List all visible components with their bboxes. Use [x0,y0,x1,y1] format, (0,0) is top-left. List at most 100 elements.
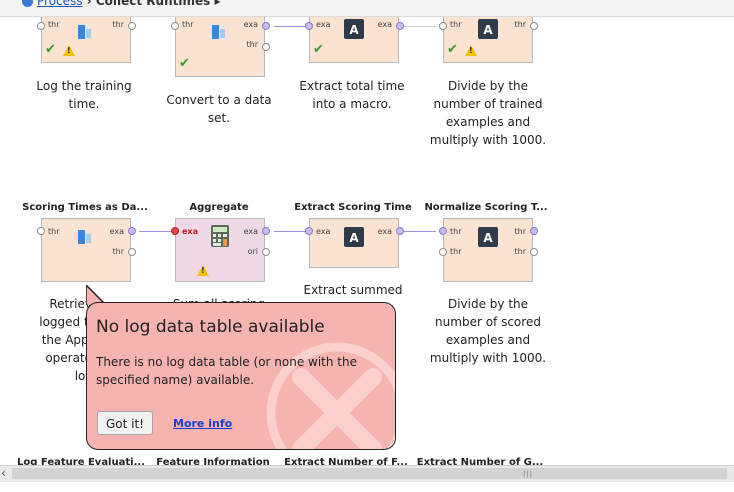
macro-icon: A [478,227,498,247]
input-port[interactable] [171,22,179,30]
caption-line: Divide by the [447,79,529,93]
connection-line [274,26,306,27]
popup-message: There is no log data table (or none with… [96,355,357,387]
error-popup: No log data table available There is no … [86,302,396,450]
port-label: thr [514,247,527,256]
port-label: exa [109,227,124,236]
caption-line: time. [68,97,100,111]
bottom-strip [0,482,734,492]
output-port[interactable] [128,227,136,235]
caption-line: examples and [445,333,531,347]
svg-text:A: A [349,23,359,37]
log-to-data-icon [78,230,91,244]
operator-log-training-time[interactable]: thr thr ✔ [41,17,131,63]
operator-title: Normalize Scoring T... [424,202,548,213]
operator-title: Log Feature Evaluati... [17,457,145,465]
caption-line: Divide by the [447,297,529,311]
output-port[interactable] [262,227,270,235]
operator-title: Extract Scoring Time [294,202,412,213]
breadcrumb-process-link[interactable]: Process [37,0,83,8]
output-port[interactable] [262,22,270,30]
port-label: exa [316,20,331,29]
input-port[interactable] [37,22,45,30]
caption-line: the Appl [41,333,92,347]
caption-line: operato [45,351,92,365]
scrollbar-grip-icon: ||| [523,470,534,478]
operator-divide-trained[interactable]: thr thr A ✔ [443,17,533,63]
connection-line [139,231,171,232]
caption-line: Extract total time [299,79,405,93]
extract-macro-icon: A [344,227,364,247]
more-info-link[interactable]: More info [173,417,233,430]
scrollbar-thumb[interactable] [12,468,727,479]
operator-title: Scoring Times as Da... [22,202,148,213]
output-port[interactable] [530,22,538,30]
output-port[interactable] [262,43,270,51]
caption-line: Retriev [49,297,92,311]
port-label: thr [246,40,259,49]
operator-title: Feature Information [156,457,270,465]
input-port[interactable] [439,227,447,235]
warning-icon [465,45,477,56]
error-x-icon [266,342,395,449]
input-port[interactable] [439,22,447,30]
operator-scoring-times-as-data[interactable]: thr exa thr [41,218,131,282]
svg-text:A: A [349,231,359,245]
caption-line: set. [207,111,231,125]
operator-caption: Convert to a data set. [154,91,284,127]
operator-convert-to-data-set[interactable]: thr exa thr ✔ [175,17,265,77]
popup-title: No log data table available [96,317,325,337]
check-icon: ✔ [45,42,56,57]
output-port[interactable] [128,22,136,30]
operator-caption: Log the training time. [19,77,149,113]
warning-icon [63,45,75,56]
operator-title: Aggregate [189,202,249,213]
operator-title: Extract Number of F... [284,457,408,465]
check-icon: ✔ [179,56,190,71]
connection-line [404,26,436,27]
operator-caption: Divide by the number of trained examples… [421,77,555,149]
caption-line: into a macro. [312,97,392,111]
input-port[interactable] [305,227,313,235]
input-port[interactable] [439,248,447,256]
svg-text:A: A [483,23,493,37]
operator-extract-scoring-time[interactable]: exa exa A [309,218,399,268]
output-port[interactable] [530,227,538,235]
output-port[interactable] [396,227,404,235]
caption-line: multiply with 1000. [429,351,547,365]
port-label: thr [182,20,194,29]
got-it-button[interactable]: Got it! [97,411,153,435]
log-to-data-icon [212,25,225,39]
scroll-left-icon[interactable]: ‹ [1,466,6,480]
connection-line [404,231,436,232]
output-port[interactable] [128,248,136,256]
output-port[interactable] [530,248,538,256]
port-label: thr [48,20,60,29]
chevron-right-icon[interactable]: ▸ [214,0,221,8]
breadcrumb-current[interactable]: Collect Runtimes [95,0,211,8]
input-port[interactable] [305,22,313,30]
operator-aggregate[interactable]: exa exa ori [175,218,265,282]
operator-caption: Divide by the number of scored examples … [421,295,555,367]
operator-caption: Extract summed [288,281,418,299]
operator-normalize-scoring-time[interactable]: thr thr thr thr A [443,218,533,282]
calculator-icon [211,225,229,247]
port-label: ori [247,247,258,256]
operator-title: Extract Number of G... [416,457,544,465]
port-label: thr [514,227,527,236]
connection-line [274,231,306,232]
output-port[interactable] [396,22,404,30]
port-label: thr [450,247,462,256]
port-label: thr [48,227,60,236]
caption-line: logged ti [39,315,92,329]
operator-extract-total-time[interactable]: exa exa A ✔ [309,17,399,63]
input-port[interactable] [171,227,179,235]
output-port[interactable] [262,248,270,256]
operator-caption: Extract total time into a macro. [287,77,417,113]
horizontal-scrollbar[interactable]: ‹ ||| [0,465,734,482]
caption-line: Convert to a data [166,93,272,107]
port-label: exa [243,227,258,236]
breadcrumb-bar: Process › Collect Runtimes ▸ [0,0,734,17]
breadcrumb: Process › Collect Runtimes ▸ [22,0,220,8]
input-port[interactable] [37,227,45,235]
